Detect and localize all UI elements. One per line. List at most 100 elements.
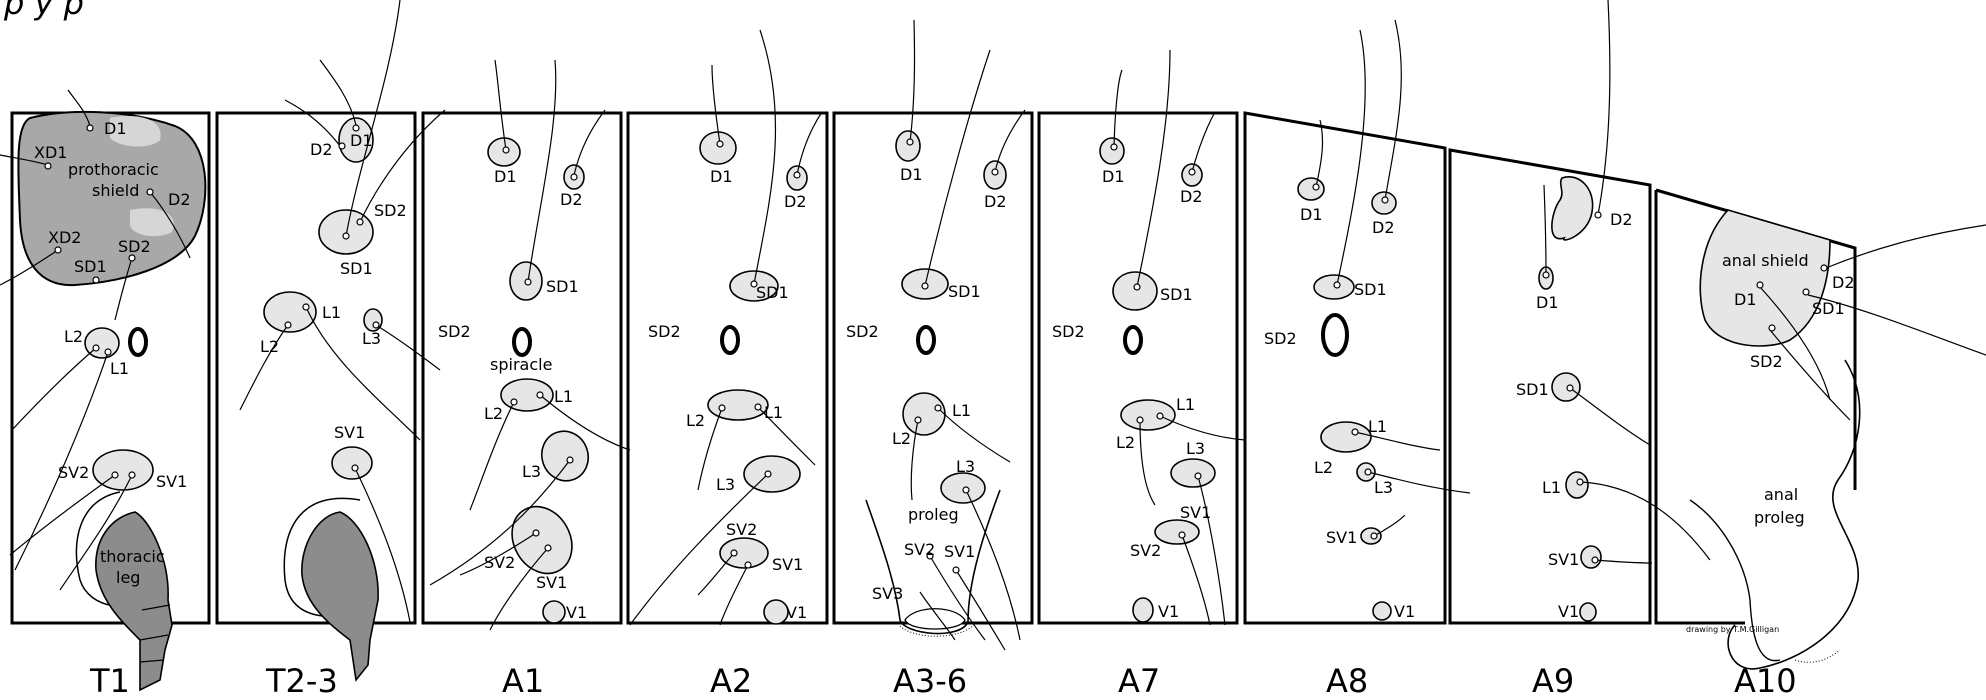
seta xyxy=(284,99,341,147)
label-v1: V1 xyxy=(566,603,587,622)
segment-a10: anal shield D2 D1 SD1 SD2 anal proleg dr… xyxy=(1686,209,1986,700)
label-sv1: SV1 xyxy=(156,472,187,491)
label-d1: D1 xyxy=(1536,293,1559,312)
label-l2: L2 xyxy=(484,404,503,423)
pinaculum-v1 xyxy=(542,600,566,624)
pinaculum-sv xyxy=(331,446,373,480)
label-d1: D1 xyxy=(1300,205,1323,224)
pinaculum-d1 xyxy=(895,130,921,162)
pinaculum-sv xyxy=(511,505,573,575)
proleg-crochets xyxy=(899,623,976,637)
label-sv1: SV1 xyxy=(1180,503,1211,522)
label-shield: shield xyxy=(92,181,139,200)
label-l3: L3 xyxy=(716,475,735,494)
label-sd2: SD2 xyxy=(118,237,151,256)
segment-a1: D1 D2 SD1 SD2 spiracle L1 L2 L3 SV2 SV1 … xyxy=(429,59,631,700)
seta xyxy=(494,59,507,151)
frame-a1 xyxy=(421,111,623,625)
seta-base xyxy=(86,124,94,132)
label-l1: L1 xyxy=(110,359,129,378)
header-fragment: p y p xyxy=(3,0,84,22)
pinaculum-v1 xyxy=(1372,601,1392,621)
seta xyxy=(919,591,956,641)
seta xyxy=(1181,534,1211,626)
anal-proleg-outline xyxy=(1689,499,1781,662)
seta-base xyxy=(351,464,359,472)
anal-proleg xyxy=(1727,359,1861,670)
seta-base xyxy=(1591,556,1599,564)
seta-base xyxy=(510,398,518,406)
seta xyxy=(1336,29,1366,286)
seta xyxy=(354,467,411,623)
seta xyxy=(1315,119,1324,188)
segment-label-a2: A2 xyxy=(710,662,752,700)
label-sd2: SD2 xyxy=(1052,322,1085,341)
label-sd1: SD1 xyxy=(756,283,789,302)
seta xyxy=(1594,559,1653,564)
label-sd2: SD2 xyxy=(1264,329,1297,348)
seta-base xyxy=(128,254,136,262)
label-l3: L3 xyxy=(1374,478,1393,497)
seta-base xyxy=(352,124,360,132)
label-d1: D1 xyxy=(494,167,517,186)
seta xyxy=(459,532,537,576)
label-l2: L2 xyxy=(64,327,83,346)
seta-base xyxy=(44,162,52,170)
seta-base xyxy=(372,321,380,329)
label-sd1: SD1 xyxy=(74,257,107,276)
seta xyxy=(937,407,1011,463)
seta xyxy=(375,324,441,371)
label-l3: L3 xyxy=(1186,439,1205,458)
label-sd1: SD1 xyxy=(1812,299,1845,318)
frame-a7 xyxy=(1037,111,1239,625)
pinaculum-v1 xyxy=(1132,597,1154,623)
proleg xyxy=(865,489,1001,635)
label-l1: L1 xyxy=(554,387,573,406)
seta-base xyxy=(1820,264,1828,272)
seta xyxy=(527,59,557,283)
seta xyxy=(319,59,357,126)
segment-label-a36: A3-6 xyxy=(893,662,967,700)
seta xyxy=(929,555,986,641)
leg-band xyxy=(139,634,169,641)
seta xyxy=(1373,514,1406,537)
seta xyxy=(149,191,191,259)
seta-base xyxy=(914,416,922,424)
label-l2: L2 xyxy=(686,411,705,430)
seta-base xyxy=(926,552,934,560)
segment-a9: D2 D1 SD1 L1 SV1 V1 A9 xyxy=(1516,0,1711,700)
label-l2: L2 xyxy=(260,337,279,356)
seta xyxy=(697,552,735,596)
label-sv1: SV1 xyxy=(536,573,567,592)
seta xyxy=(1543,184,1547,276)
frame-a8 xyxy=(1243,111,1447,625)
seta xyxy=(345,0,401,237)
seta xyxy=(1825,224,1986,269)
seta-base xyxy=(1566,384,1574,392)
segment-a2: D1 D2 SD1 SD2 L2 L1 L3 SV2 SV1 V1 A2 xyxy=(629,29,823,700)
seta-base xyxy=(1768,324,1776,332)
label-d1: D1 xyxy=(104,119,127,138)
label-sv2: SV2 xyxy=(726,520,757,539)
label-d2: D2 xyxy=(560,190,583,209)
seta-base xyxy=(1351,428,1359,436)
segment-label-a1: A1 xyxy=(502,662,544,700)
pinaculum-sv1 xyxy=(1580,545,1602,569)
seta xyxy=(994,109,1026,173)
seta xyxy=(1597,0,1611,216)
seta-base xyxy=(1364,468,1372,476)
label-sd1: SD1 xyxy=(1516,380,1549,399)
label-sv1: SV1 xyxy=(1548,550,1579,569)
seta xyxy=(0,249,59,286)
seta-base xyxy=(1594,211,1602,219)
label-d2: D2 xyxy=(1372,218,1395,237)
label-d2: D2 xyxy=(168,190,191,209)
seta xyxy=(1139,419,1156,506)
seta xyxy=(9,474,116,556)
seta-base xyxy=(524,278,532,286)
seta xyxy=(14,351,109,571)
label-d2: D2 xyxy=(1832,273,1855,292)
label-d2: D2 xyxy=(784,192,807,211)
pinaculum-d1 xyxy=(699,131,737,165)
